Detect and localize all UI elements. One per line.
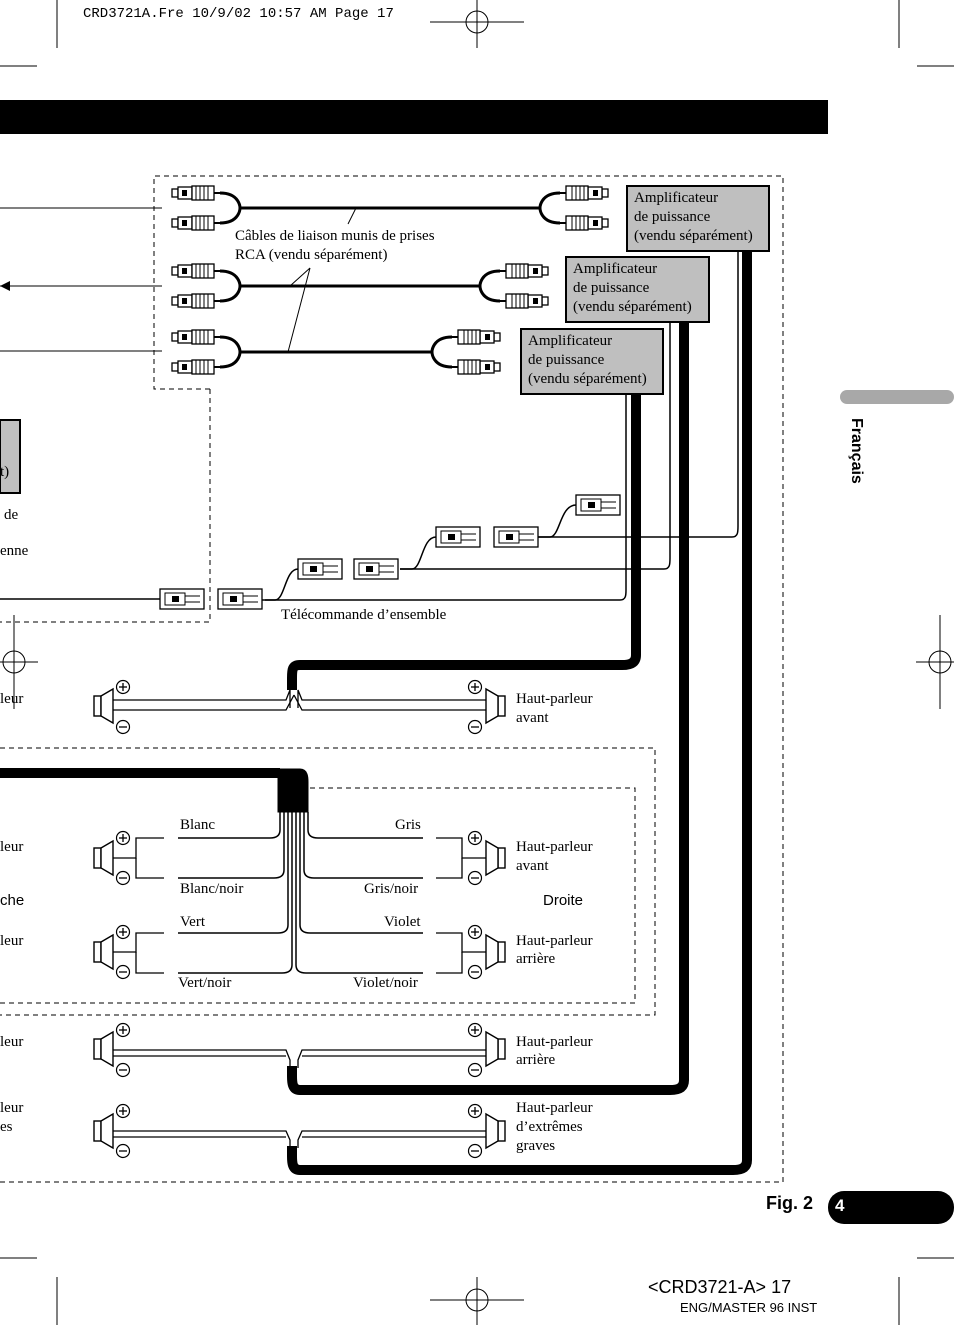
left-fragment: es: [0, 1119, 13, 1135]
speaker-label: arrière: [516, 1052, 556, 1068]
speaker-label: d’extrêmes: [516, 1119, 583, 1135]
speaker-label: avant: [516, 858, 549, 874]
left-fragment: enne: [0, 543, 29, 559]
left-fragment: leur: [0, 839, 24, 855]
wire-label-violet-black: Violet/noir: [353, 975, 418, 991]
amplifier-box-2: Amplificateur de puissance (vendu séparé…: [565, 256, 710, 323]
speaker-label: Haut-parleur: [516, 1100, 593, 1116]
amplifier-label-line: Amplificateur: [573, 261, 658, 277]
wire-label-white: Blanc: [180, 817, 215, 833]
amplifier-label-line: Amplificateur: [528, 333, 613, 349]
amplifier-label-line: Amplificateur: [634, 190, 719, 206]
print-slug: CRD3721A.Fre 10/9/02 10:57 AM Page 17: [83, 6, 394, 22]
system-remote-label: Télécommande d’ensemble: [281, 607, 447, 623]
amplifier-label-line: de puissance: [573, 280, 650, 296]
left-fragment: leur: [0, 1034, 24, 1050]
wire-label-green: Vert: [180, 914, 205, 930]
amplifier-label-line: (vendu séparément): [634, 228, 753, 244]
page-number: 4: [835, 1196, 845, 1215]
speaker-label: Haut-parleur: [516, 1034, 593, 1050]
amplifier-box-3: Amplificateur de puissance (vendu séparé…: [520, 328, 664, 395]
speaker-label: Haut-parleur: [516, 691, 593, 707]
wire-label-gray: Gris: [395, 817, 421, 833]
language-tab-label: Français: [848, 418, 865, 484]
page-number-tab: [828, 1191, 954, 1224]
header-band: [0, 100, 828, 134]
master-reference: ENG/MASTER 96 INST: [680, 1300, 818, 1315]
left-fragment: leur: [0, 1100, 24, 1116]
wire-label-gray-black: Gris/noir: [364, 881, 419, 897]
doc-reference: <CRD3721-A> 17: [648, 1277, 792, 1297]
amplifier-label-line: (vendu séparément): [528, 371, 647, 387]
amplifier-label-line: (vendu séparément): [573, 299, 692, 315]
left-fragment: che: [0, 892, 25, 909]
language-tab-bar: [840, 390, 954, 404]
wire-label-green-black: Vert/noir: [178, 975, 232, 991]
figure-label: Fig. 2: [766, 1193, 814, 1213]
rca-cable-label: Câbles de liaison munis de prises: [235, 228, 435, 244]
amplifier-label-line: de puissance: [528, 352, 605, 368]
left-fragment: leur: [0, 933, 24, 949]
speaker-label: Haut-parleur: [516, 933, 593, 949]
amplifier-label-line: de puissance: [634, 209, 711, 225]
right-group-label: Droite: [543, 892, 584, 909]
speaker-label: avant: [516, 710, 549, 726]
speaker-label: Haut-parleur: [516, 839, 593, 855]
amplifier-box-1: Amplificateur de puissance (vendu séparé…: [626, 185, 770, 252]
speaker-label: arrière: [516, 951, 556, 967]
left-fragment: de: [4, 507, 19, 523]
left-fragment: leur: [0, 691, 24, 707]
left-fragment: t): [0, 464, 10, 480]
rca-cable-label: RCA (vendu séparément): [235, 247, 388, 263]
wire-label-white-black: Blanc/noir: [180, 881, 244, 897]
left-unit-box: [0, 419, 21, 494]
wire-label-violet: Violet: [384, 914, 421, 930]
speaker-label: graves: [516, 1138, 556, 1154]
